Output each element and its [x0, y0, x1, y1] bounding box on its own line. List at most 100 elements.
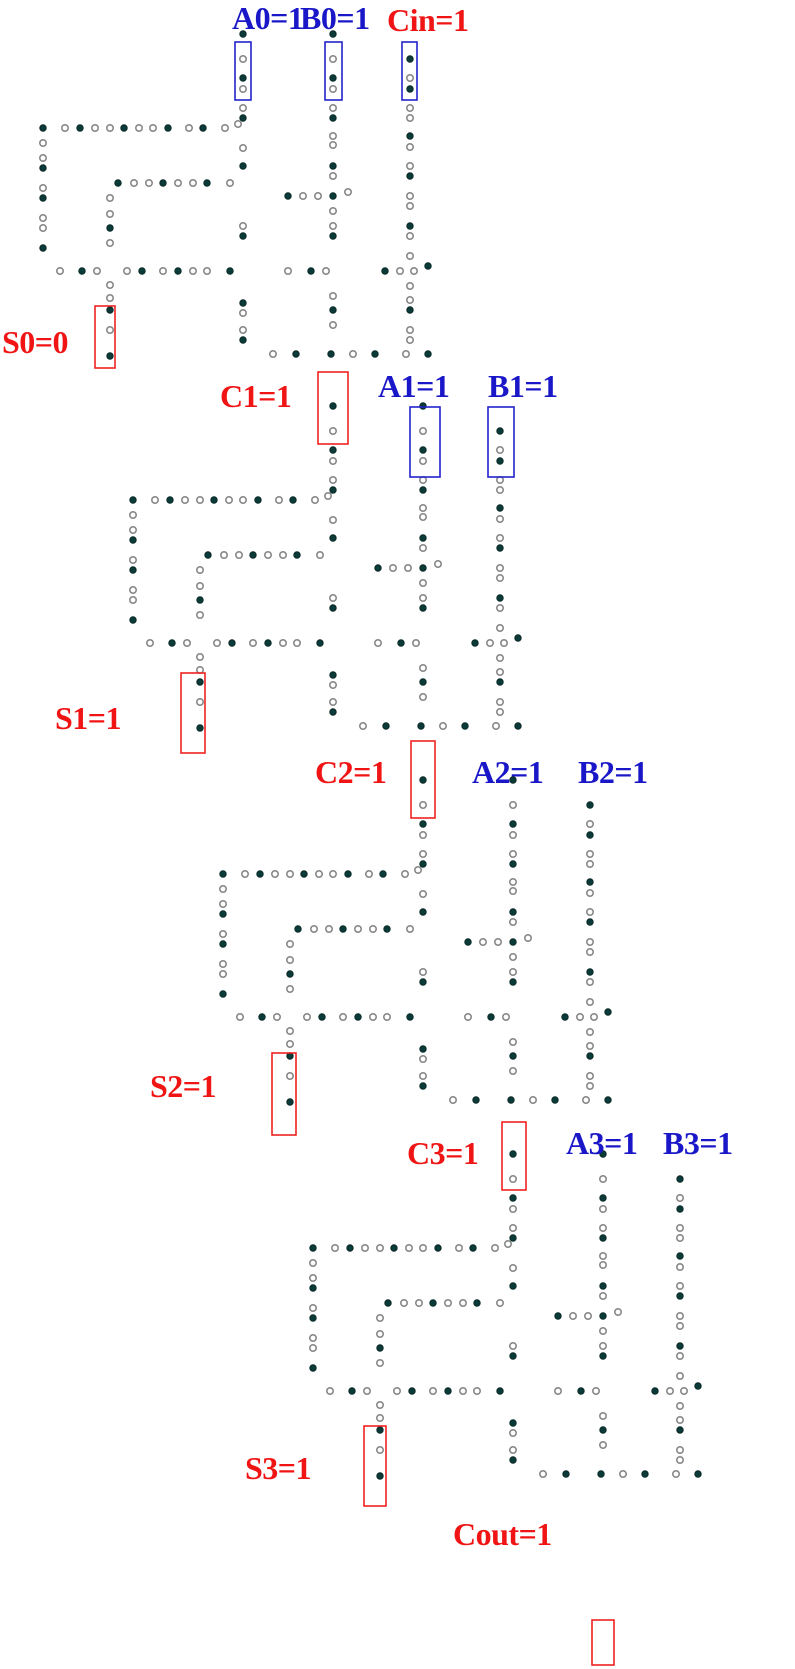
qca-cell-polarized-icon — [419, 534, 427, 542]
qca-cell-unpolarized-icon — [323, 491, 332, 500]
qca-cell-polarized-icon — [397, 639, 405, 647]
qca-cell-unpolarized-icon — [585, 849, 594, 858]
qca-cell-polarized-icon — [329, 192, 337, 200]
Cout-box — [591, 1619, 615, 1666]
qca-cell-unpolarized-icon — [298, 192, 307, 201]
qca-cell-unpolarized-icon — [375, 1359, 384, 1368]
qca-cell-unpolarized-icon — [575, 1012, 584, 1021]
qca-cell-unpolarized-icon — [583, 1312, 592, 1321]
label-b2: B2=1 — [578, 754, 648, 790]
qca-cell-polarized-icon — [381, 267, 389, 275]
qca-cell-unpolarized-icon — [495, 1299, 504, 1308]
qca-cell-polarized-icon — [219, 910, 227, 918]
qca-cell-unpolarized-icon — [308, 1334, 317, 1343]
qca-cell-polarized-icon — [676, 1342, 684, 1350]
qca-cell-polarized-icon — [586, 968, 594, 976]
qca-cell-polarized-icon — [551, 1096, 559, 1104]
qca-cell-unpolarized-icon — [220, 550, 229, 559]
qca-cell-polarized-icon — [586, 831, 594, 839]
qca-cell-unpolarized-icon — [285, 1040, 294, 1049]
qca-cell-unpolarized-icon — [458, 1387, 467, 1396]
qca-cell-unpolarized-icon — [159, 266, 168, 275]
qca-cell-unpolarized-icon — [239, 104, 248, 113]
inner-loop-left — [196, 565, 205, 619]
qca-cell-polarized-icon — [106, 224, 114, 232]
right-bottom-row — [283, 262, 432, 275]
qca-cell-polarized-icon — [694, 1470, 702, 1478]
qca-cell-unpolarized-icon — [585, 859, 594, 868]
qca-cell-unpolarized-icon — [418, 663, 427, 672]
qca-cell-unpolarized-icon — [495, 667, 504, 676]
qca-cell-polarized-icon — [249, 551, 257, 559]
qca-cell-polarized-icon — [174, 267, 182, 275]
qca-cell-polarized-icon — [599, 1194, 607, 1202]
qca-cell-unpolarized-icon — [392, 1387, 401, 1396]
qca-cell-unpolarized-icon — [183, 638, 192, 647]
qca-cell-unpolarized-icon — [405, 202, 414, 211]
qca-cell-polarized-icon — [597, 1470, 605, 1478]
C1-box — [317, 371, 349, 445]
qca-cell-unpolarized-icon — [405, 232, 414, 241]
qca-cell-unpolarized-icon — [325, 1387, 334, 1396]
qca-cell-polarized-icon — [286, 970, 294, 978]
qca-cell-unpolarized-icon — [219, 969, 228, 978]
qca-cell-unpolarized-icon — [418, 692, 427, 701]
qca-cell-polarized-icon — [408, 1387, 416, 1395]
qca-cell-polarized-icon — [473, 1299, 481, 1307]
qca-cell-unpolarized-icon — [675, 1224, 684, 1233]
qca-cell-polarized-icon — [586, 801, 594, 809]
qca-cell-polarized-icon — [239, 162, 247, 170]
qca-cell-unpolarized-icon — [106, 293, 115, 302]
A1-box — [409, 406, 441, 478]
qca-cell-unpolarized-icon — [508, 1038, 517, 1047]
qca-cell-unpolarized-icon — [129, 510, 138, 519]
qca-cell-unpolarized-icon — [495, 485, 504, 494]
qca-cell-unpolarized-icon — [418, 1055, 427, 1064]
qca-cell-unpolarized-icon — [405, 295, 414, 304]
qca-cell-unpolarized-icon — [598, 1292, 607, 1301]
qca-cell-unpolarized-icon — [411, 638, 420, 647]
label-s2: S2=1 — [150, 1068, 217, 1104]
qca-cell-unpolarized-icon — [60, 124, 69, 133]
qca-cell-unpolarized-icon — [189, 179, 198, 188]
qca-cell-unpolarized-icon — [278, 550, 287, 559]
qca-cell-unpolarized-icon — [239, 222, 248, 231]
carry-in-wire — [405, 55, 414, 261]
qca-cell-polarized-icon — [376, 1472, 384, 1480]
qca-cell-polarized-icon — [676, 1292, 684, 1300]
qca-cell-polarized-icon — [509, 776, 517, 784]
b-mid-row — [554, 1308, 622, 1321]
qca-cell-unpolarized-icon — [93, 266, 102, 275]
b-mid-wire — [508, 952, 517, 1076]
qca-cell-unpolarized-icon — [508, 1429, 517, 1438]
qca-cell-polarized-icon — [444, 1387, 452, 1395]
inner-loop-top — [204, 550, 324, 559]
Cin-box — [401, 41, 418, 101]
qca-cell-unpolarized-icon — [362, 1387, 371, 1396]
bottom-row-left — [325, 1387, 504, 1396]
qca-cell-polarized-icon — [329, 671, 337, 679]
qca-cell-unpolarized-icon — [236, 1012, 245, 1021]
qca-cell-unpolarized-icon — [272, 1012, 281, 1021]
qca-cell-polarized-icon — [406, 1013, 414, 1021]
qca-cell-unpolarized-icon — [671, 1470, 680, 1479]
qca-cell-unpolarized-icon — [196, 581, 205, 590]
qca-cell-unpolarized-icon — [129, 525, 138, 534]
qca-cell-polarized-icon — [203, 179, 211, 187]
qca-cell-unpolarized-icon — [495, 603, 504, 612]
qca-cell-polarized-icon — [384, 1299, 392, 1307]
qca-cell-unpolarized-icon — [368, 1012, 377, 1021]
a-mid-wire — [508, 1342, 517, 1464]
qca-cell-unpolarized-icon — [328, 680, 337, 689]
qca-cell-unpolarized-icon — [145, 179, 154, 188]
qca-cell-unpolarized-icon — [135, 124, 144, 133]
outer-loop-left — [308, 1259, 317, 1372]
qca-cell-polarized-icon — [429, 1299, 437, 1307]
right-wire-low — [405, 281, 414, 344]
qca-cell-unpolarized-icon — [285, 1072, 294, 1081]
qca-cell-polarized-icon — [289, 496, 297, 504]
qca-cell-unpolarized-icon — [585, 937, 594, 946]
qca-cell-unpolarized-icon — [418, 578, 427, 587]
qca-cell-polarized-icon — [509, 1282, 517, 1290]
sum-output-wire — [375, 1401, 384, 1480]
